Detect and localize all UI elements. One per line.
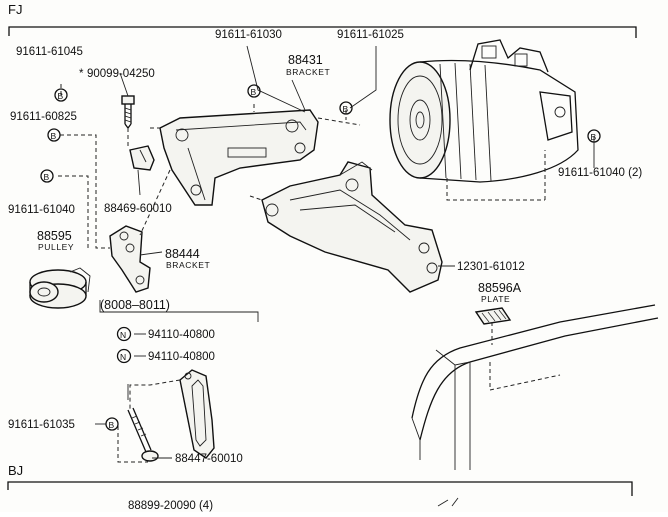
- svg-text:B: B: [591, 132, 597, 142]
- nut-marker: N: [116, 348, 132, 364]
- mount-bracket-12301-61012-illustration: [261, 161, 443, 293]
- part-label-91611-61035: 91611-61035: [8, 419, 75, 431]
- section-label-fj: FJ: [8, 2, 22, 17]
- svg-text:N: N: [120, 352, 127, 362]
- part-label-94110-40800-a: 94110-40800: [148, 329, 215, 341]
- pulley-88595-illustration: [29, 267, 91, 309]
- part-label-94110-40800-b: 94110-40800: [148, 351, 215, 363]
- bracket-88431-illustration: [159, 109, 319, 206]
- bolt-marker: B: [339, 101, 353, 115]
- bj-partial-sketch: [437, 497, 459, 507]
- bolt-marker: B: [247, 84, 261, 98]
- compressor-illustration: [389, 39, 579, 201]
- bolt-91611-61035-illustration: [127, 407, 159, 462]
- spacer-88469-60010-illustration: [129, 145, 155, 171]
- part-label-88431: 88431: [288, 53, 323, 67]
- svg-text:B: B: [109, 420, 115, 430]
- part-label-91611-61040-right: 91611-61040 (2): [558, 167, 642, 179]
- part-label-91611-61025: 91611-61025: [337, 29, 404, 41]
- svg-text:B: B: [251, 87, 257, 97]
- part-label-88899-20090: 88899-20090 (4): [128, 500, 213, 512]
- part-label-91611-60825: 91611-60825: [10, 111, 77, 123]
- nut-marker: N: [116, 326, 132, 342]
- bolt-marker: B: [105, 417, 119, 431]
- svg-text:B: B: [343, 104, 349, 114]
- part-label-12301-61012: 12301-61012: [457, 261, 525, 273]
- section-label-bj: BJ: [8, 463, 23, 478]
- part-name-88444: BRACKET: [166, 260, 210, 270]
- plate-88596A-illustration: [474, 307, 512, 325]
- part-name-88595: PULLEY: [38, 242, 74, 252]
- bolt-marker: B: [54, 88, 68, 102]
- bolt-marker: B: [587, 129, 601, 143]
- section-frame-fj: [8, 26, 637, 38]
- part-label-91611-61040-left: 91611-61040: [8, 204, 75, 216]
- svg-text:B: B: [58, 91, 64, 101]
- svg-text:B: B: [51, 131, 57, 141]
- part-label-91611-61045: 91611-61045: [16, 46, 83, 58]
- leader-lines: [58, 84, 493, 463]
- fender-illustration: [411, 304, 659, 470]
- section-frame-bj: [7, 481, 633, 496]
- part-name-88596A: PLATE: [481, 294, 510, 304]
- strap-88447-60010-illustration: [179, 369, 215, 459]
- applicability-range-label: (8008–8011): [100, 298, 170, 312]
- part-label-88447-60010: 88447-60010: [175, 453, 243, 465]
- bolt-90099-04250-illustration: [121, 95, 135, 130]
- part-label-88444: 88444: [165, 247, 200, 261]
- svg-text:N: N: [120, 330, 127, 340]
- svg-text:B: B: [44, 172, 50, 182]
- bolt-list-star-icon: *: [79, 68, 84, 80]
- part-name-88431: BRACKET: [286, 67, 330, 77]
- bolt-marker: B: [47, 128, 61, 142]
- bolt-marker: B: [40, 169, 54, 183]
- part-label-88596A: 88596A: [478, 281, 522, 295]
- part-label-91611-61030: 91611-61030: [215, 29, 282, 41]
- part-label-88469-60010: 88469-60010: [104, 203, 172, 215]
- solid-leaders: [95, 45, 595, 459]
- part-label-88595: 88595: [37, 229, 72, 243]
- part-label-90099-04250: 90099-04250: [87, 68, 155, 80]
- bracket-88444-illustration: [109, 225, 151, 293]
